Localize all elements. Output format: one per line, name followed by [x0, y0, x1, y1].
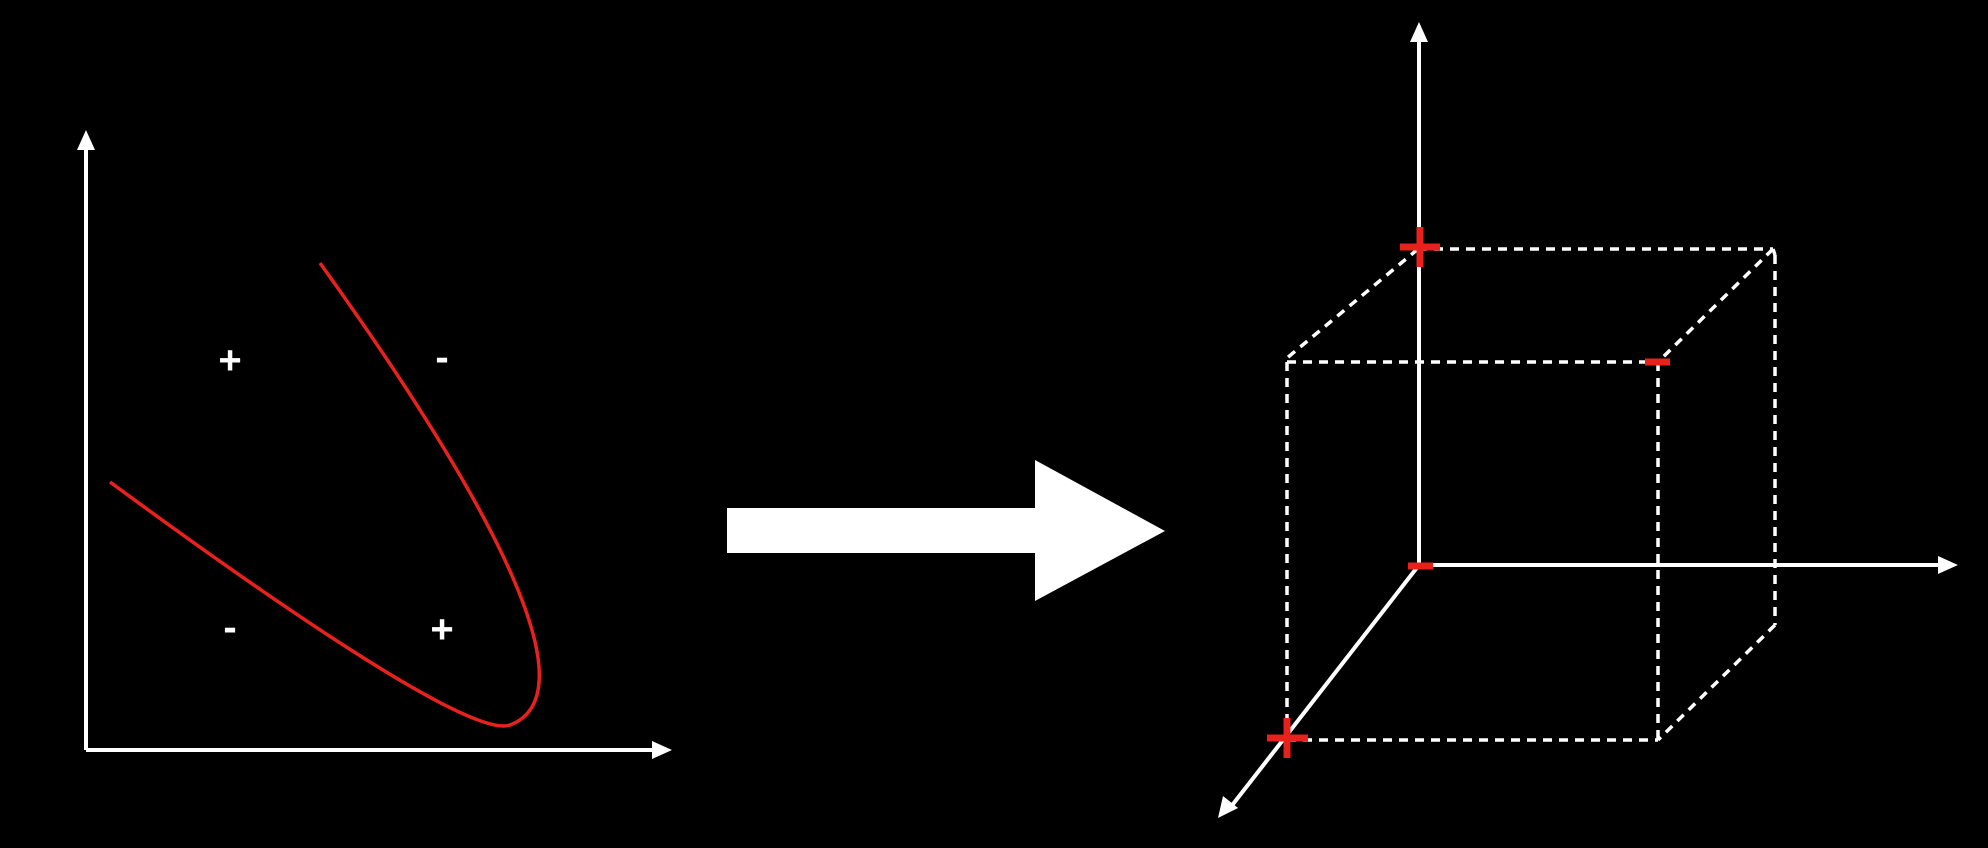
- region-sign-top-right: -: [435, 336, 448, 380]
- region-sign-bottom-left: -: [223, 606, 236, 650]
- vertex-plus-bottom: [1267, 718, 1308, 758]
- cube-edge: [1656, 623, 1777, 742]
- right-x-axis-arrow-icon: [1938, 556, 1958, 574]
- right-3d-plot: [1218, 22, 1958, 818]
- region-sign-top-left: +: [218, 339, 241, 383]
- right-y-axis-arrow-icon: [1410, 22, 1428, 42]
- transform-arrow-icon: [727, 460, 1165, 601]
- region-sign-bottom-right: +: [430, 608, 453, 652]
- right-z-axis-arrow-icon: [1218, 796, 1238, 818]
- vertex-plus-top: [1400, 227, 1440, 267]
- cube-edge: [1656, 247, 1775, 364]
- right-z-axis: [1228, 563, 1421, 810]
- cube-edge: [1285, 247, 1420, 360]
- decision-boundary-curve: [108, 261, 541, 728]
- left-plot: + - - +: [77, 130, 672, 759]
- cube-edges: [1285, 247, 1777, 742]
- left-y-axis-arrow-icon: [77, 130, 95, 150]
- left-x-axis-arrow-icon: [652, 741, 672, 759]
